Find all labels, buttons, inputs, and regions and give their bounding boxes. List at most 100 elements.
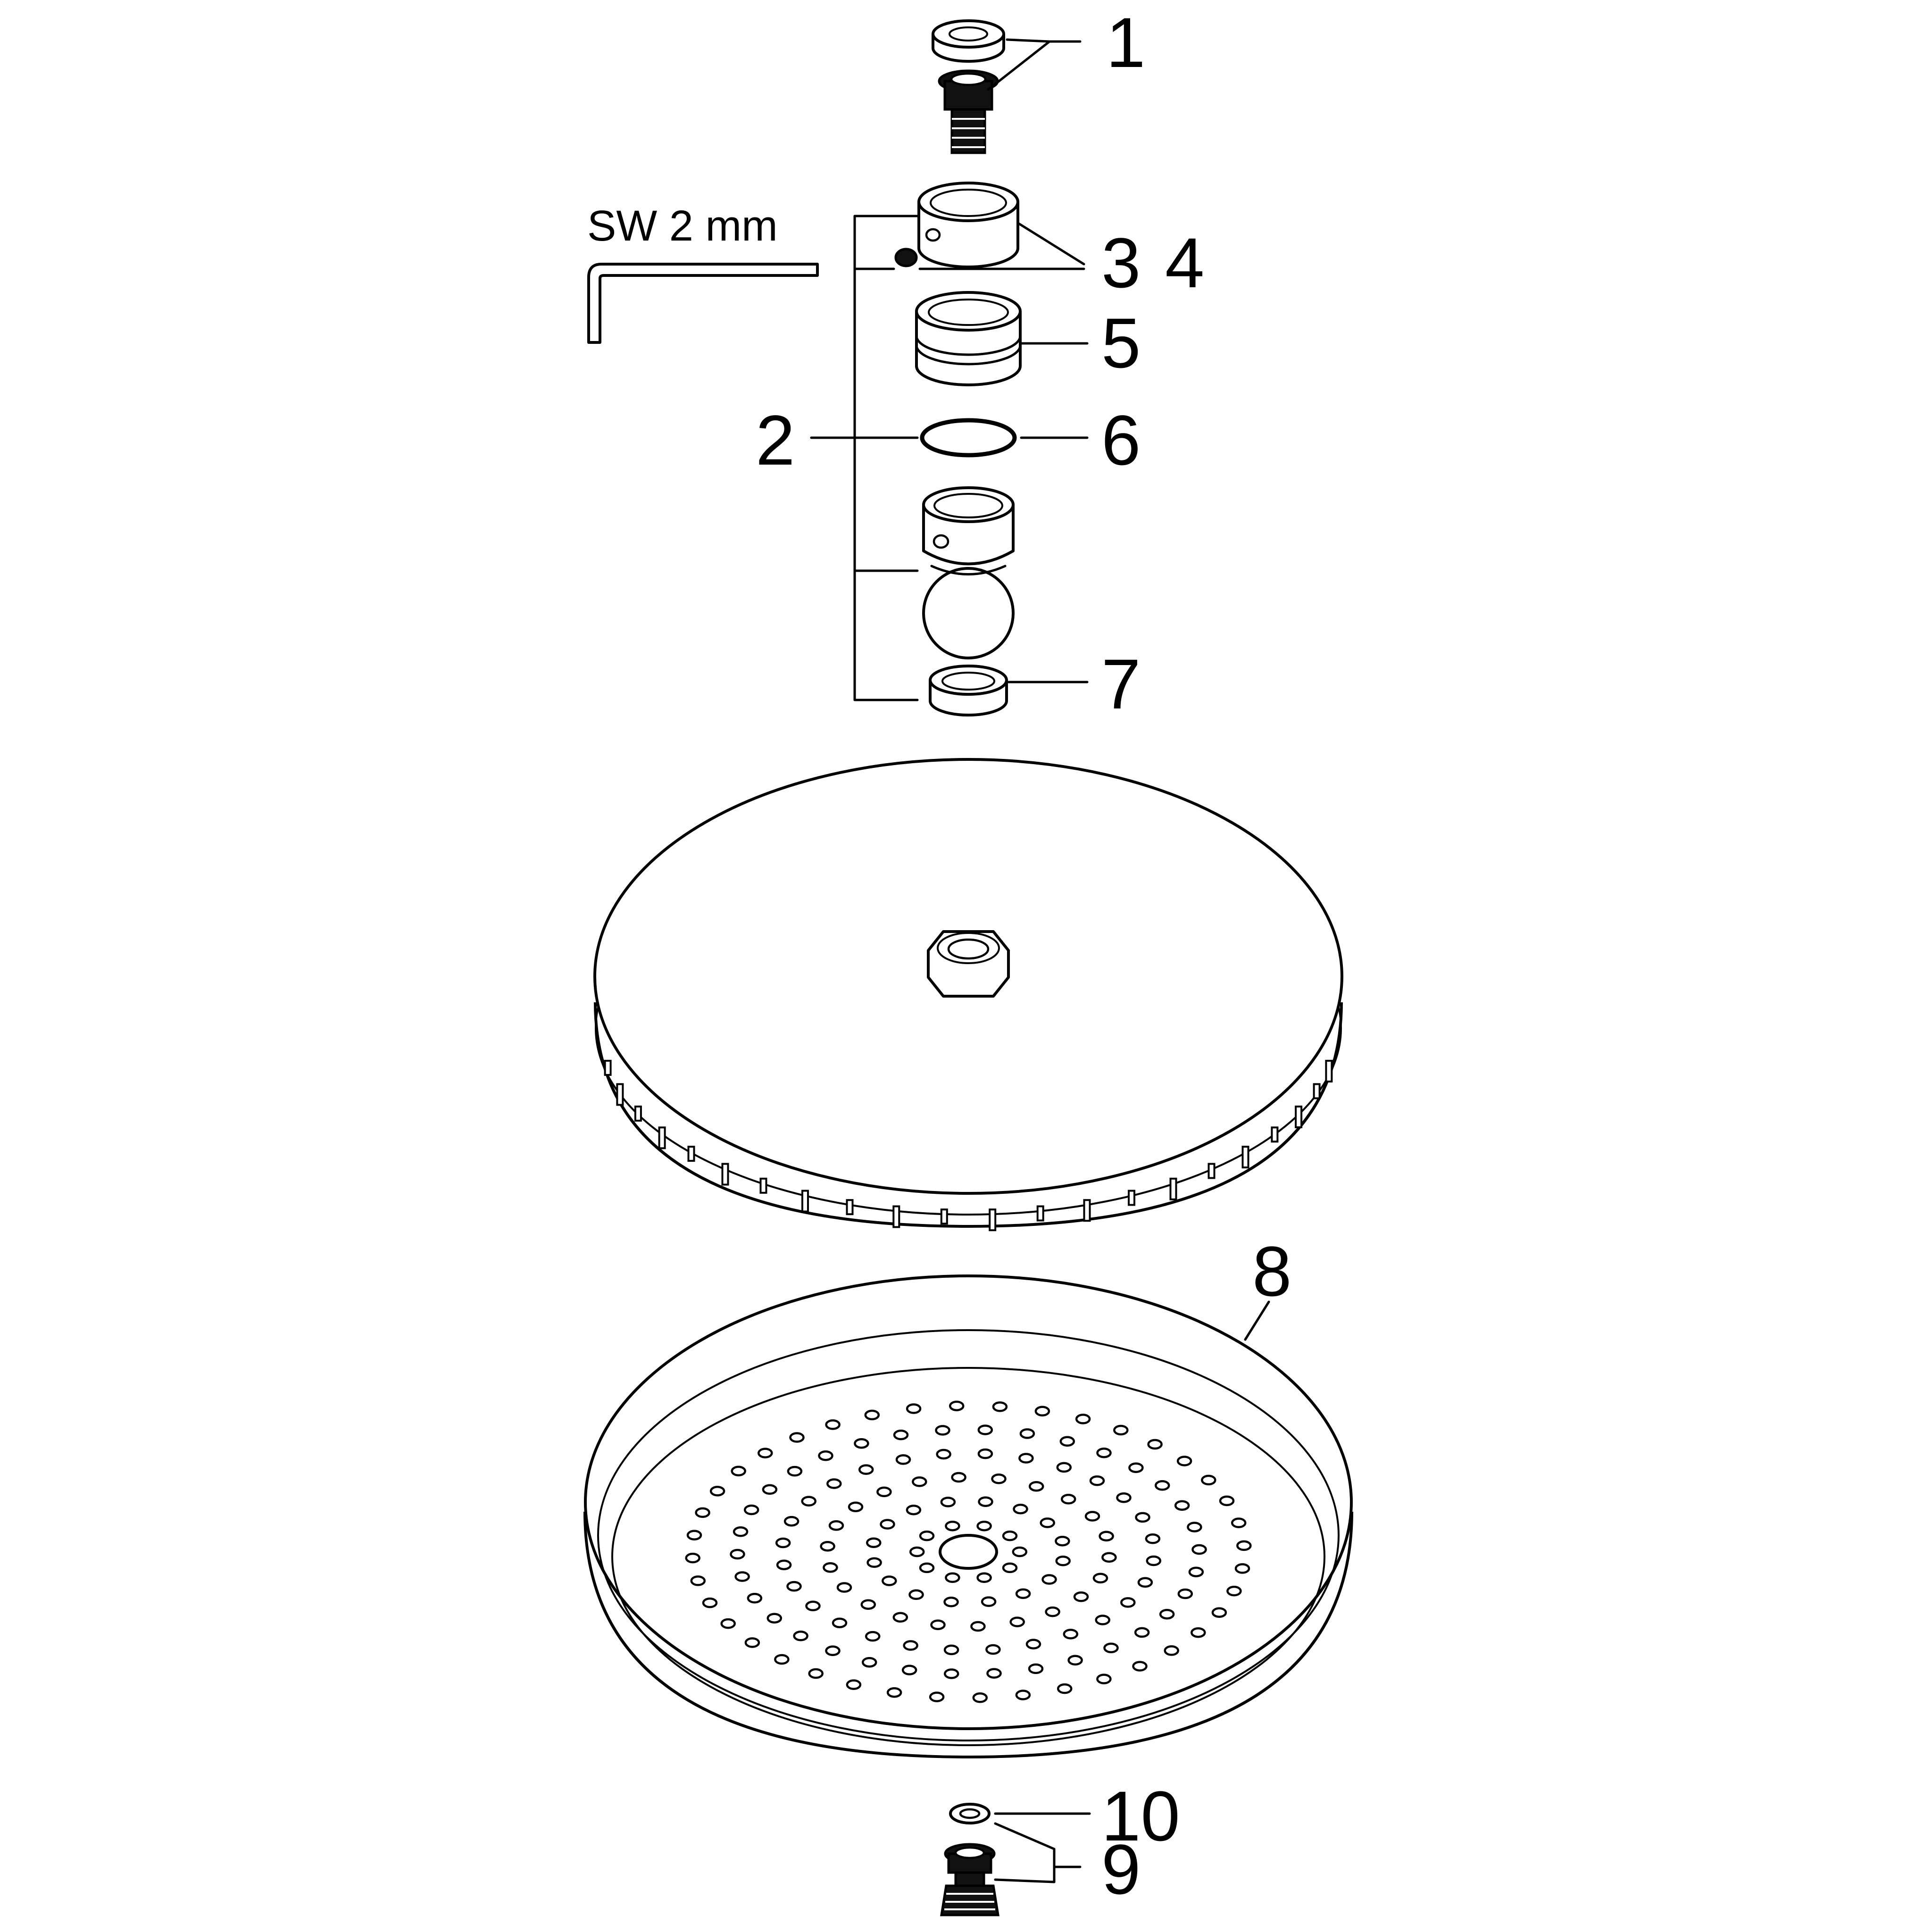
center-hex-connector <box>927 930 1010 998</box>
spray-nozzle <box>908 1589 924 1600</box>
body-pin <box>658 1126 666 1149</box>
spray-nozzle <box>1101 1552 1117 1563</box>
spray-nozzle <box>977 1424 993 1435</box>
spray-nozzle <box>1099 1531 1114 1542</box>
spray-nozzle <box>1201 1474 1216 1486</box>
body-pin <box>1128 1190 1135 1206</box>
spray-nozzle <box>730 1549 745 1560</box>
spray-nozzle <box>1096 1674 1112 1684</box>
spray-nozzle <box>991 1474 1007 1484</box>
spray-nozzle <box>945 1572 960 1583</box>
spray-nozzle <box>943 1644 959 1656</box>
spray-nozzle <box>1174 1500 1190 1511</box>
spray-nozzle <box>866 1557 882 1568</box>
spray-nozzles <box>685 1400 1252 1703</box>
bracket-2 <box>853 215 919 701</box>
callout-7: 7 <box>1101 644 1141 724</box>
spray-nozzle <box>936 1449 951 1460</box>
spray-nozzle <box>783 1516 799 1527</box>
spray-nozzle <box>1135 1512 1150 1523</box>
spray-nozzle <box>1134 1627 1150 1638</box>
spray-nozzle <box>1028 1663 1044 1674</box>
shower-body-pins <box>604 1059 1333 1232</box>
body-pin <box>1271 1126 1279 1143</box>
spray-nozzle <box>895 1454 911 1465</box>
spray-nozzle <box>866 1537 882 1548</box>
part-10-washer <box>949 1803 991 1824</box>
spray-nozzle <box>1132 1661 1148 1672</box>
spray-nozzle <box>1063 1629 1079 1640</box>
spray-nozzle <box>1147 1439 1163 1450</box>
spray-nozzle <box>695 1507 710 1518</box>
spray-nozzle <box>1092 1573 1108 1584</box>
spray-nozzle <box>1040 1517 1055 1528</box>
spray-nozzle <box>1015 1690 1031 1700</box>
spray-nozzle <box>935 1425 950 1436</box>
spray-nozzle <box>758 1448 773 1458</box>
spray-nozzle <box>1231 1517 1247 1528</box>
spray-nozzle <box>972 1692 988 1703</box>
spray-nozzle <box>861 1657 877 1668</box>
spray-nozzle <box>1116 1492 1132 1503</box>
body-pin <box>1325 1059 1333 1083</box>
callout-6: 6 <box>1101 400 1141 480</box>
body-pin <box>634 1105 642 1122</box>
spray-nozzle <box>992 1401 1008 1412</box>
body-pin <box>801 1190 809 1213</box>
spray-nozzle <box>766 1613 783 1624</box>
spray-nozzle <box>929 1691 945 1702</box>
spray-nozzle <box>1191 1544 1207 1555</box>
spray-nozzle <box>776 1559 792 1570</box>
spray-nozzle <box>1084 1511 1100 1522</box>
spray-nozzle <box>1019 1428 1035 1439</box>
spray-nozzle <box>825 1419 841 1430</box>
spray-nozzle <box>1128 1462 1144 1473</box>
leader-1 <box>987 38 1082 91</box>
body-pin <box>1036 1205 1044 1222</box>
spray-nozzle <box>1164 1645 1179 1656</box>
part-5-sleeve <box>915 291 1022 386</box>
hex-key-icon <box>587 263 819 344</box>
body-pin <box>1241 1146 1249 1169</box>
spray-nozzle <box>1075 1414 1091 1424</box>
spray-nozzle <box>1159 1608 1175 1620</box>
spray-nozzle <box>1002 1562 1018 1574</box>
body-pin <box>1208 1163 1216 1179</box>
spray-nozzle <box>789 1432 805 1443</box>
spray-nozzle <box>1018 1453 1034 1464</box>
spray-nozzle <box>775 1537 791 1549</box>
callout-10: 10 <box>1101 1776 1180 1856</box>
spray-nozzle <box>734 1571 750 1582</box>
body-pin <box>1295 1105 1303 1128</box>
spray-nozzle <box>818 1450 833 1461</box>
spray-nozzle <box>1028 1481 1044 1492</box>
spray-nozzle <box>864 1409 880 1421</box>
spray-nozzle <box>1034 1406 1050 1417</box>
spray-nozzle <box>943 1668 959 1679</box>
spray-nozzle <box>1120 1597 1136 1608</box>
body-pin <box>1313 1083 1321 1099</box>
spray-nozzle <box>1188 1566 1204 1577</box>
spray-nozzle <box>1013 1503 1028 1515</box>
leader-8 <box>1244 1300 1270 1341</box>
spray-nozzle <box>823 1562 838 1573</box>
spray-nozzle <box>943 1597 959 1607</box>
spray-nozzle <box>1226 1585 1242 1597</box>
spray-nozzle <box>854 1438 869 1449</box>
spray-nozzle <box>919 1530 935 1541</box>
part-4-grub-screw <box>894 248 918 267</box>
spray-nozzle <box>848 1501 864 1512</box>
shower-body <box>593 758 1343 1232</box>
spray-nozzle <box>1089 1475 1105 1486</box>
spray-nozzle <box>793 1631 808 1641</box>
spray-nozzle <box>774 1654 790 1665</box>
spray-nozzle <box>860 1599 876 1610</box>
spray-nozzle <box>801 1496 816 1507</box>
part-1-washer <box>932 19 1005 63</box>
spray-nozzle <box>906 1403 922 1414</box>
body-pin <box>604 1059 612 1076</box>
spray-nozzle <box>882 1575 897 1586</box>
spray-nozzle <box>828 1520 844 1531</box>
hex-key-size-label: SW 2 mm <box>587 202 778 250</box>
